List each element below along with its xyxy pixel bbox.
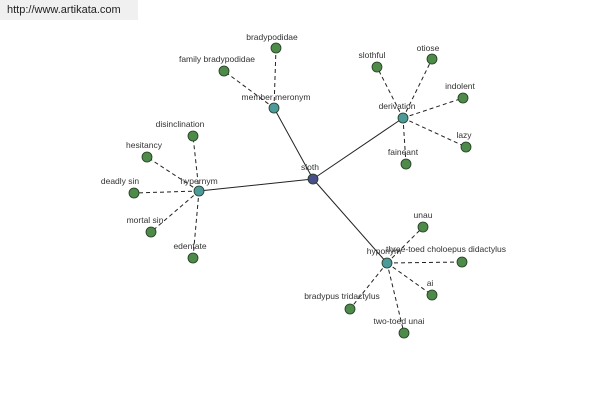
- label-leaf-bradypus-tridactylus: bradypus tridactylus: [304, 291, 380, 301]
- label-leaf-faineant: faineant: [388, 147, 419, 157]
- label-leaf-slothful: slothful: [359, 50, 386, 60]
- edge-derivation-lazy: [402, 117, 467, 148]
- edge-derivation-otiose: [402, 58, 433, 119]
- edge-hyponym-bradypus-tridactylus: [349, 262, 388, 310]
- nodes-layer: [128, 42, 472, 339]
- label-leaf-unau: unau: [414, 210, 433, 220]
- label-leaf-ai: ai: [427, 278, 434, 288]
- node-relation-derivation[interactable]: [397, 112, 409, 124]
- label-relation-hypernym: hypernym: [180, 176, 217, 186]
- node-leaf-unau[interactable]: [417, 221, 429, 233]
- edge-derivation-slothful: [376, 66, 404, 119]
- edge-hypernym-hesitancy: [146, 156, 200, 192]
- label-leaf-two-toed-unai: two-toed unai: [373, 316, 424, 326]
- node-leaf-ai[interactable]: [426, 289, 438, 301]
- edge-hypernym-deadly-sin: [133, 190, 200, 194]
- edge-hypernym-disinclination: [192, 135, 200, 192]
- label-leaf-lazy: lazy: [456, 130, 472, 140]
- edge-member-meronym-bradypodidae: [273, 47, 277, 109]
- node-relation-hypernym[interactable]: [193, 185, 205, 197]
- edge-root-derivation: [312, 117, 404, 180]
- edge-member-meronym-family-bradypodidae: [223, 70, 275, 109]
- edge-root-hypernym: [198, 178, 314, 192]
- node-root-sloth[interactable]: [307, 173, 319, 185]
- edge-hyponym-two-toed-unai: [386, 262, 405, 334]
- node-leaf-lazy[interactable]: [460, 141, 472, 153]
- edge-root-member-meronym: [273, 107, 314, 180]
- watermark-url: http://www.artikata.com: [0, 0, 138, 20]
- labels-layer: sloth bradypodidae family bradypodidae slot…: [101, 32, 506, 326]
- label-leaf-edentate: edentate: [173, 241, 206, 251]
- node-leaf-family-bradypodidae[interactable]: [218, 65, 230, 77]
- edge-derivation-indolent: [402, 97, 464, 119]
- label-leaf-three-toed-choloepus-didactylus: three-toed choloepus didactylus: [386, 244, 506, 254]
- node-relation-hyponym[interactable]: [381, 257, 393, 269]
- label-leaf-mortal-sin: mortal sin: [127, 215, 164, 225]
- node-leaf-slothful[interactable]: [371, 61, 383, 73]
- edges-layer: [133, 47, 467, 334]
- label-root-sloth: sloth: [301, 162, 319, 172]
- label-relation-hyponym: hyponym: [367, 246, 402, 256]
- node-leaf-edentate[interactable]: [187, 252, 199, 264]
- label-relation-member-meronym: member meronym: [242, 92, 311, 102]
- node-leaf-hesitancy[interactable]: [141, 151, 153, 163]
- edge-hyponym-ai: [386, 262, 433, 296]
- edge-hypernym-edentate: [192, 190, 200, 259]
- node-leaf-faineant[interactable]: [400, 158, 412, 170]
- node-leaf-disinclination[interactable]: [187, 130, 199, 142]
- node-leaf-bradypus-tridactylus[interactable]: [344, 303, 356, 315]
- node-leaf-three-toed-choloepus-didactylus[interactable]: [456, 256, 468, 268]
- edge-derivation-faineant: [402, 117, 407, 165]
- label-leaf-deadly-sin: deadly sin: [101, 176, 140, 186]
- label-leaf-hesitancy: hesitancy: [126, 140, 163, 150]
- node-relation-member-meronym[interactable]: [268, 102, 280, 114]
- label-leaf-family-bradypodidae: family bradypodidae: [179, 54, 255, 64]
- node-leaf-mortal-sin[interactable]: [145, 226, 157, 238]
- label-relation-derivation: derivation: [379, 101, 416, 111]
- label-leaf-indolent: indolent: [445, 81, 475, 91]
- label-leaf-disinclination: disinclination: [156, 119, 205, 129]
- label-leaf-otiose: otiose: [417, 43, 440, 53]
- edge-hyponym-unau: [386, 226, 424, 264]
- label-leaf-bradypodidae: bradypodidae: [246, 32, 298, 42]
- edge-root-hyponym: [312, 178, 388, 264]
- edge-hypernym-mortal-sin: [150, 190, 200, 233]
- node-leaf-deadly-sin[interactable]: [128, 187, 140, 199]
- node-leaf-bradypodidae[interactable]: [270, 42, 282, 54]
- node-leaf-otiose[interactable]: [426, 53, 438, 65]
- edge-hyponym-three-toed-choloepus-didactylus: [386, 261, 463, 264]
- node-leaf-two-toed-unai[interactable]: [398, 327, 410, 339]
- node-leaf-indolent[interactable]: [457, 92, 469, 104]
